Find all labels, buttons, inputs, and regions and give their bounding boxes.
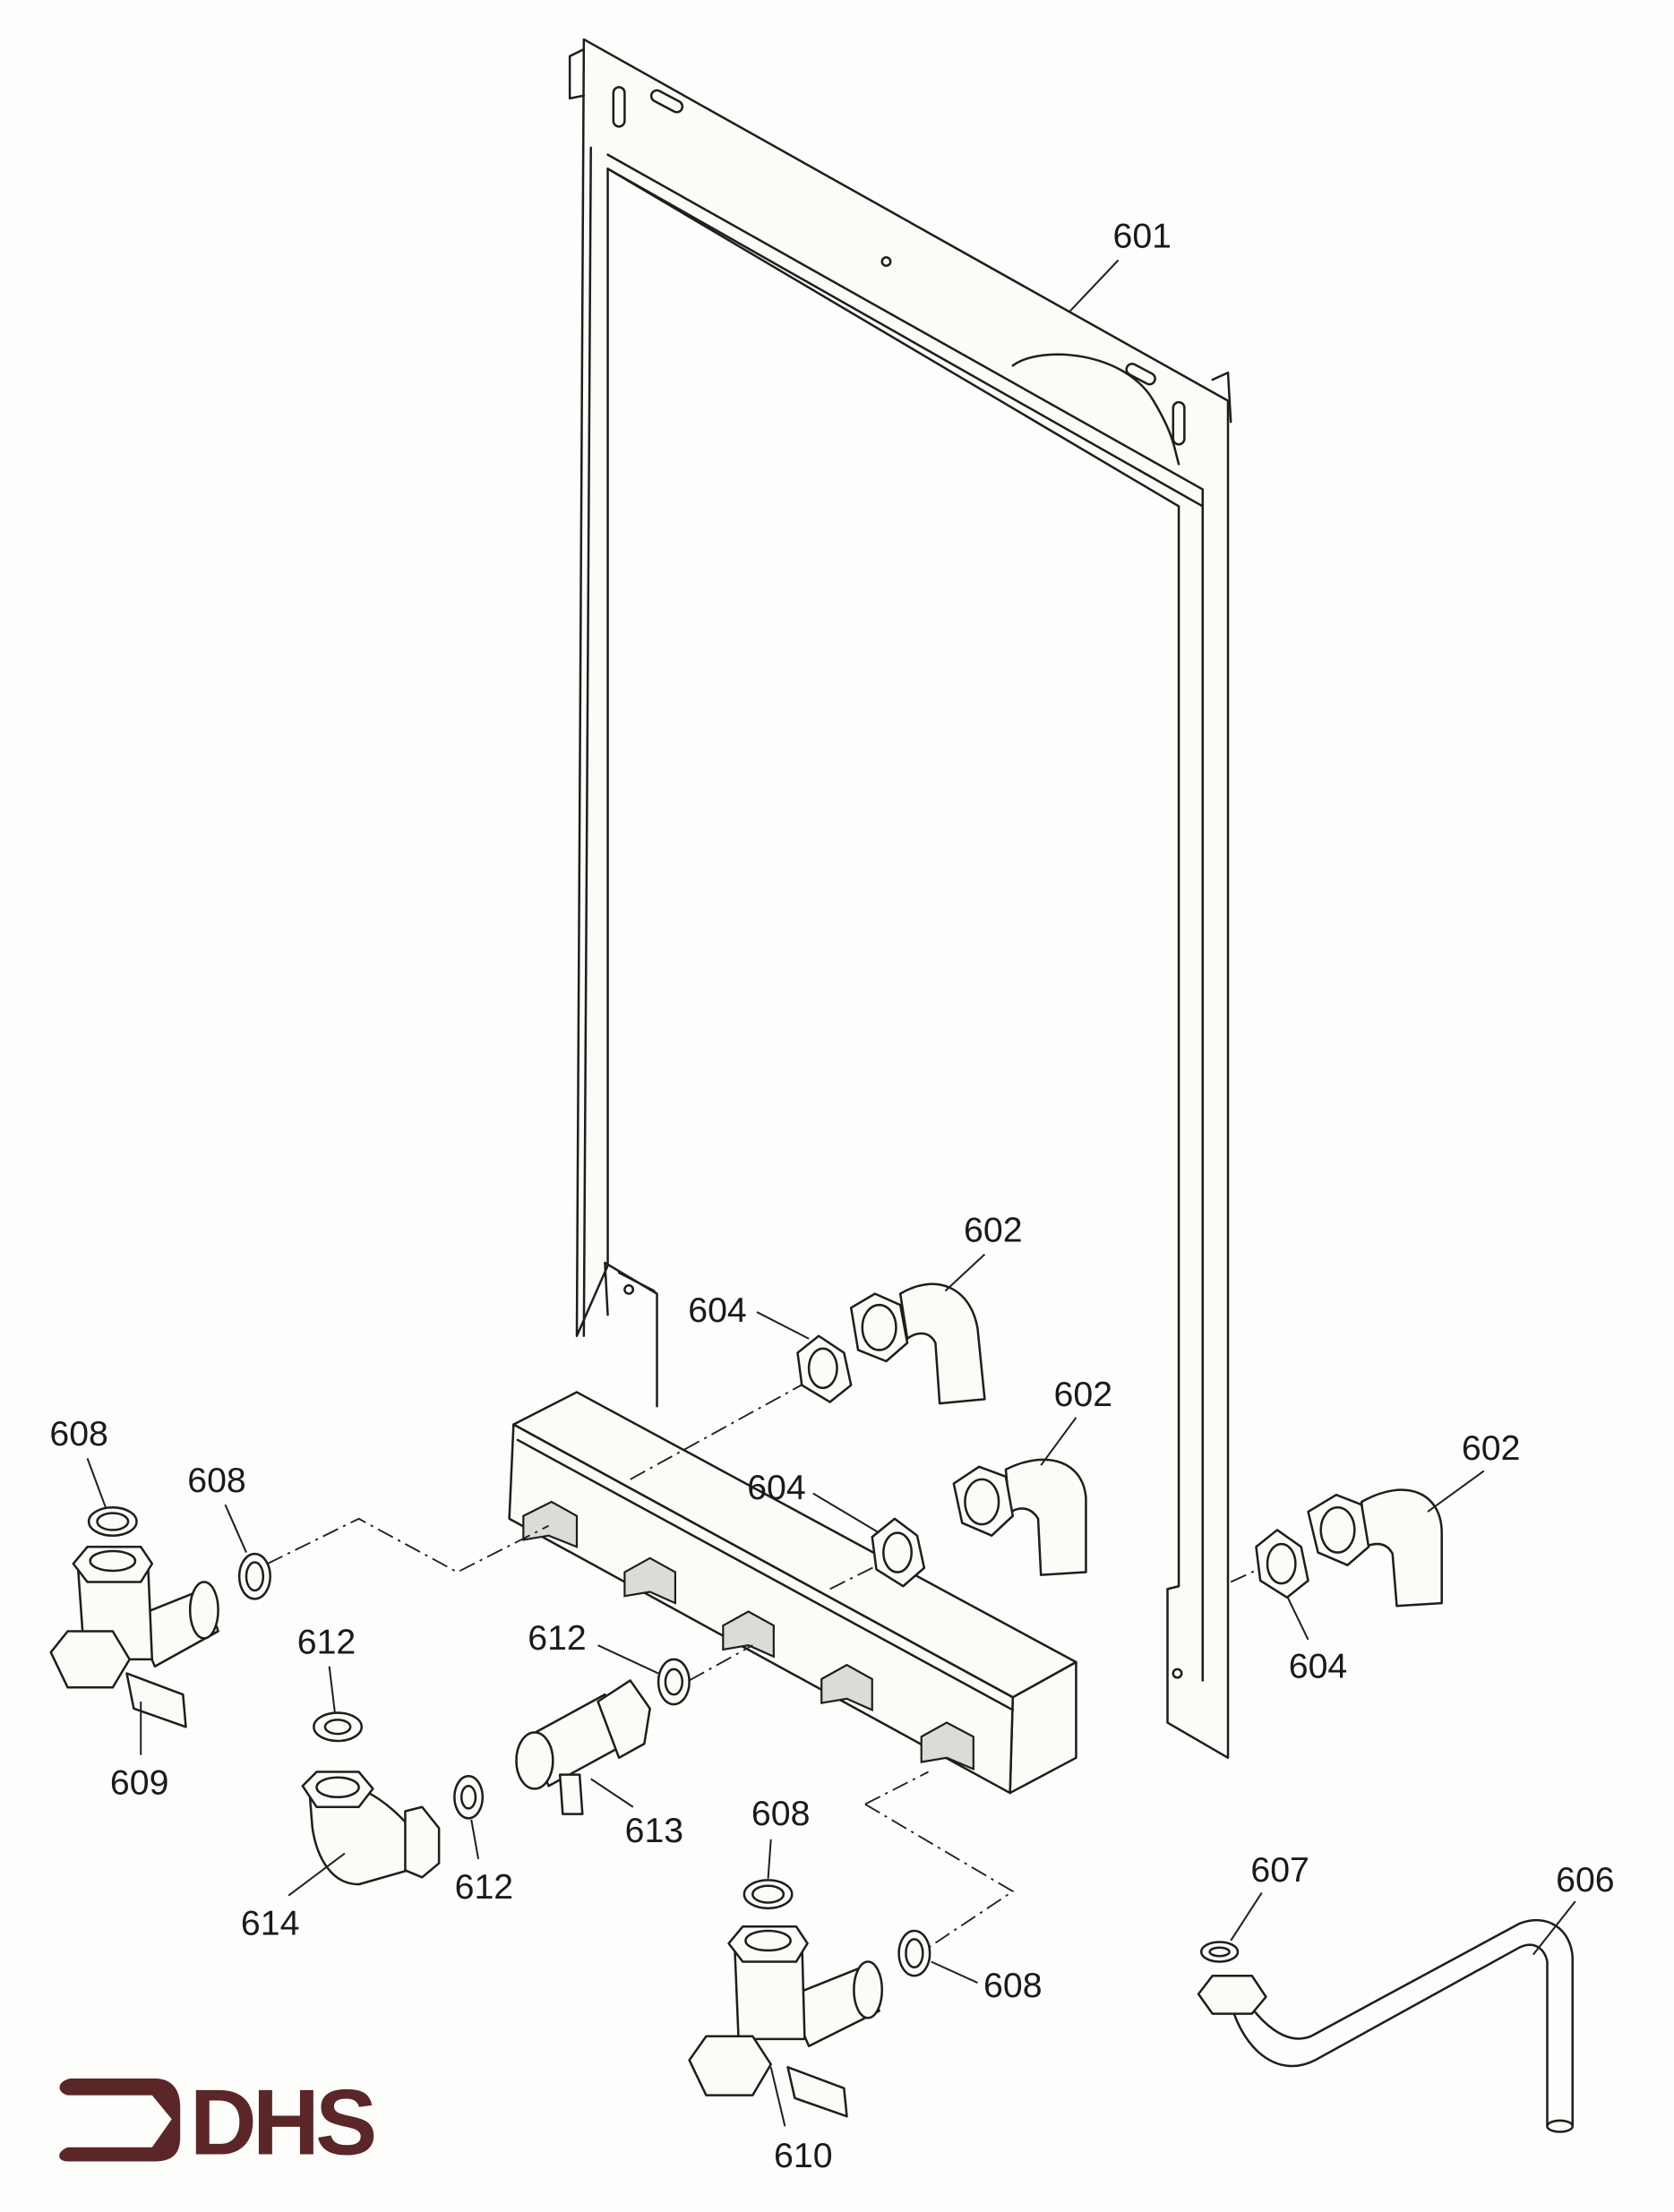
- label-612: 612: [528, 1618, 587, 1658]
- manifold-box: [508, 1391, 1077, 1795]
- label-607: 607: [1250, 1850, 1309, 1890]
- label-606: 606: [1556, 1860, 1614, 1899]
- label-609: 609: [110, 1763, 169, 1803]
- isolating-valve-610: [688, 1925, 884, 2118]
- label-602: 602: [964, 1211, 1023, 1250]
- label-610: 610: [774, 2136, 832, 2175]
- label-601: 601: [1112, 216, 1172, 255]
- logo-text: DHS: [190, 2071, 374, 2174]
- backnut-604-c: [1255, 1529, 1309, 1599]
- label-608: 608: [983, 1966, 1043, 2005]
- backnut-604-a: [796, 1334, 853, 1403]
- label-604: 604: [747, 1468, 805, 1507]
- leader-lines: [86, 259, 1576, 2127]
- washer-612: [313, 1658, 691, 1820]
- backnut-604-b: [871, 1517, 926, 1588]
- label-614: 614: [241, 1904, 300, 1943]
- label-608: 608: [751, 1794, 810, 1833]
- label-604: 604: [1289, 1646, 1348, 1685]
- label-613: 613: [625, 1811, 684, 1850]
- elbow-fitting-614: [301, 1770, 441, 1886]
- straight-fitting-613: [515, 1679, 651, 1815]
- label-604: 604: [688, 1290, 747, 1330]
- elbow-fitting-602-a: [849, 1282, 986, 1405]
- label-612: 612: [455, 1867, 514, 1907]
- label-602: 602: [1054, 1375, 1113, 1414]
- isolating-valve-609: [49, 1546, 219, 1728]
- label-612: 612: [297, 1623, 356, 1662]
- dhs-logo: DHS: [59, 2071, 379, 2174]
- label-608: 608: [49, 1414, 108, 1453]
- elbow-fitting-602-c: [1307, 1488, 1443, 1608]
- pressure-relief-pipe-606: [1197, 1918, 1574, 2133]
- assembly-lines: [267, 1380, 1271, 1949]
- washer-607: [1199, 1941, 1240, 1963]
- elbow-fitting-602-b: [952, 1458, 1087, 1576]
- label-608: 608: [187, 1461, 246, 1500]
- manifold-slots: [522, 1500, 974, 1771]
- label-602: 602: [1462, 1428, 1521, 1468]
- backplate-frame: [568, 38, 1232, 1760]
- washer-608: [87, 1506, 931, 1977]
